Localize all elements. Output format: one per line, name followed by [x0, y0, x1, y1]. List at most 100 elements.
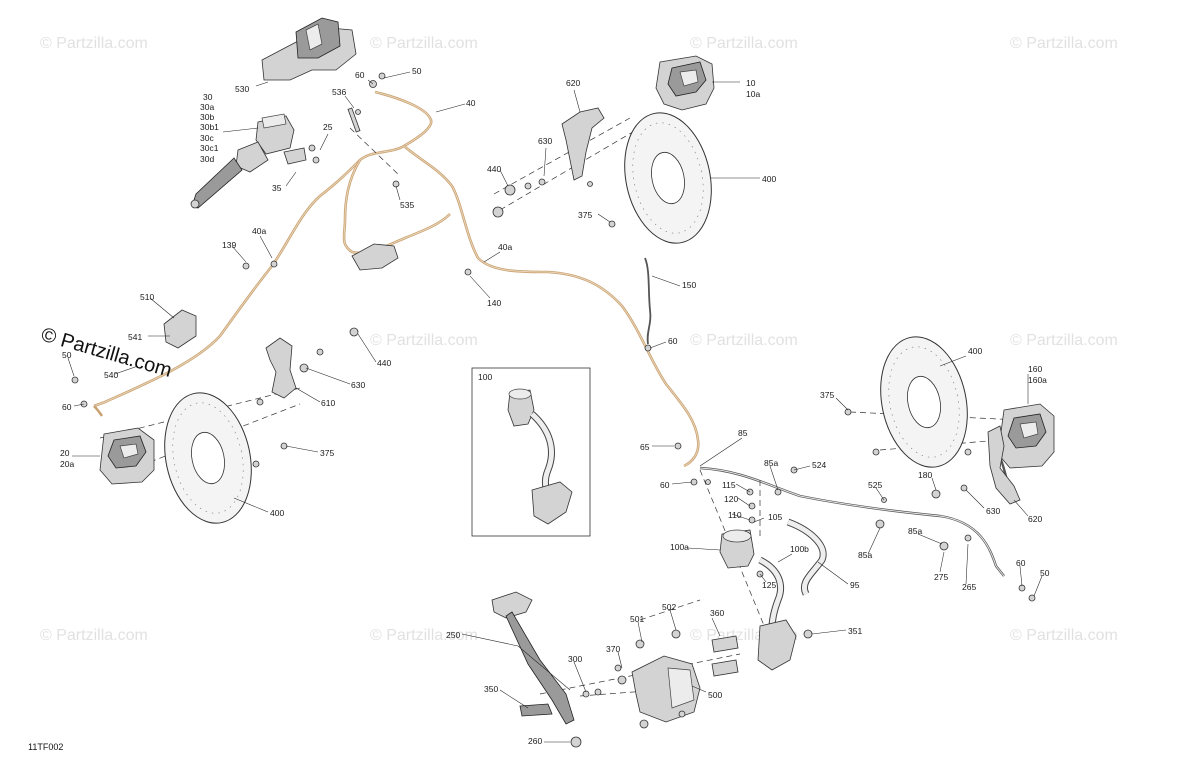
callout-375: 375	[820, 390, 834, 400]
callout-275: 275	[934, 572, 948, 582]
callout-180: 180	[918, 470, 932, 480]
callout-85a: 85a	[764, 458, 778, 468]
callout-630: 630	[986, 506, 1000, 516]
callout-535: 535	[400, 200, 414, 210]
watermark: © Partzilla.com	[1010, 35, 1118, 52]
rear-caliper-160	[997, 403, 1055, 469]
callout-440: 440	[377, 358, 391, 368]
callout-375: 375	[578, 210, 592, 220]
callout-115: 115	[722, 480, 736, 490]
callout-300: 300	[568, 654, 582, 664]
callout-60: 60	[62, 402, 72, 412]
callout-160a: 160a	[1028, 375, 1047, 385]
callout-100b: 100b	[790, 544, 809, 554]
brake-disc-400-right	[880, 336, 968, 468]
master-cylinder-lever-30	[190, 113, 307, 209]
callout-400: 400	[968, 346, 982, 356]
callout-50: 50	[412, 66, 422, 76]
leader-lines	[67, 71, 1043, 743]
callout-536: 536	[332, 87, 346, 97]
callout-510: 510	[140, 292, 154, 302]
callout-40a: 40a	[252, 226, 266, 236]
callout-40: 40	[466, 98, 476, 108]
brake-disc-400-top	[624, 112, 712, 244]
callout-60: 60	[1016, 558, 1026, 568]
brake-pedal-250	[491, 591, 582, 748]
sensor-bracket-510	[163, 309, 197, 349]
callout-85: 85	[738, 428, 748, 438]
front-caliper-20	[99, 427, 155, 485]
callout-375: 375	[320, 448, 334, 458]
brake-lines	[93, 90, 700, 468]
callout-502: 502	[662, 602, 676, 612]
watermark: © Partzilla.com	[690, 35, 798, 52]
callout-110: 110	[728, 510, 742, 520]
callout-30b: 30b	[200, 112, 214, 122]
bracket-610	[265, 337, 297, 399]
diagram-reference-code: 11TF002	[28, 742, 63, 752]
callout-105: 105	[768, 512, 782, 522]
callout-524: 524	[812, 460, 826, 470]
callout-265: 265	[962, 582, 976, 592]
bracket-620-right	[987, 425, 1021, 505]
callout-160: 160	[1028, 364, 1042, 374]
watermark: © Partzilla.com	[1010, 627, 1118, 644]
callout-10a: 10a	[746, 89, 760, 99]
callout-530: 530	[235, 84, 249, 94]
callout-85a: 85a	[858, 550, 872, 560]
brake-disc-400-left	[164, 392, 252, 524]
watermark: © Partzilla.com	[370, 332, 478, 349]
watermark: © Partzilla.com	[370, 35, 478, 52]
callout-400: 400	[762, 174, 776, 184]
rear-master-cylinder-100a	[719, 529, 797, 671]
bracket-620-top	[561, 107, 605, 181]
callout-25: 25	[323, 122, 333, 132]
callout-30c1: 30c1	[200, 143, 219, 153]
callout-60: 60	[668, 336, 678, 346]
callout-85a: 85a	[908, 526, 922, 536]
callout-10: 10	[746, 78, 756, 88]
callout-370: 370	[606, 644, 620, 654]
callout-30b1: 30b1	[200, 122, 219, 132]
callout-620: 620	[1028, 514, 1042, 524]
callout-50: 50	[62, 350, 72, 360]
callout-120: 120	[724, 494, 738, 504]
callout-360: 360	[710, 608, 724, 618]
callout-260: 260	[528, 736, 542, 746]
callout-30a: 30a	[200, 102, 214, 112]
watermark: © Partzilla.com	[40, 35, 148, 52]
hardware	[71, 72, 1036, 729]
callout-139: 139	[222, 240, 236, 250]
callout-30: 30	[203, 92, 213, 102]
callout-140: 140	[487, 298, 501, 308]
callout-610: 610	[321, 398, 335, 408]
callout-100a: 100a	[670, 542, 689, 552]
callout-620: 620	[566, 78, 580, 88]
inset-master-cylinder-100	[471, 367, 591, 537]
callout-150: 150	[682, 280, 696, 290]
callout-60: 60	[355, 70, 365, 80]
callout-250: 250	[446, 630, 460, 640]
callout-95: 95	[850, 580, 860, 590]
callout-100: 100	[478, 372, 492, 382]
callout-540: 540	[104, 370, 118, 380]
callout-350: 350	[484, 684, 498, 694]
callout-35: 35	[272, 183, 282, 193]
callout-525: 525	[868, 480, 882, 490]
callout-40a: 40a	[498, 242, 512, 252]
callout-440: 440	[487, 164, 501, 174]
callout-500: 500	[708, 690, 722, 700]
line-clamp	[351, 243, 399, 271]
callout-65: 65	[640, 442, 650, 452]
callout-20: 20	[60, 448, 70, 458]
watermark: © Partzilla.com	[690, 332, 798, 349]
watermark: © Partzilla.com	[40, 627, 148, 644]
callout-60: 60	[660, 480, 670, 490]
callout-541: 541	[128, 332, 142, 342]
callout-400: 400	[270, 508, 284, 518]
handlebar-bracket-530	[261, 17, 357, 81]
callout-630: 630	[351, 380, 365, 390]
callout-630: 630	[538, 136, 552, 146]
